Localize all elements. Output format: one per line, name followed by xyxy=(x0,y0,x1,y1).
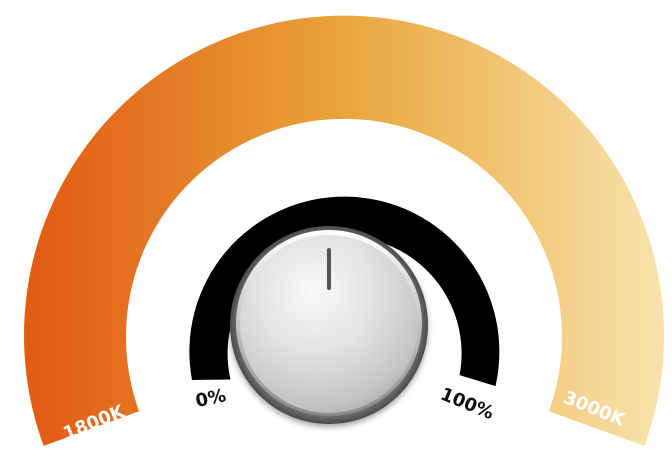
dimmer-max-label: 100% xyxy=(437,384,496,424)
dimmer-min-label: 0% xyxy=(194,385,228,412)
knob-face xyxy=(240,235,418,413)
dimmer-level-track[interactable] xyxy=(189,196,500,387)
rotary-knob-icon[interactable] xyxy=(230,226,428,424)
color-temperature-arc[interactable] xyxy=(23,15,664,446)
